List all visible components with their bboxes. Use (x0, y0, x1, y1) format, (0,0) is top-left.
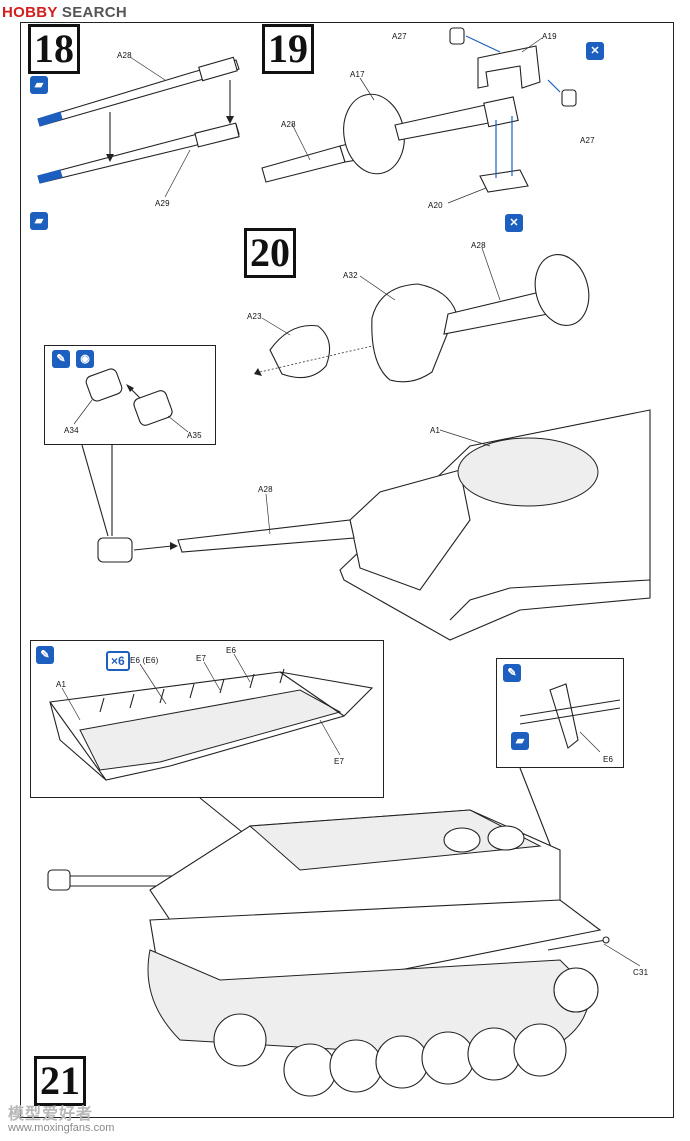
fender-brackets (99, 668, 285, 713)
label-a29-step18: A29 (155, 199, 170, 208)
label-a23: A23 (247, 312, 262, 321)
paint-icon-step21: ▰ (511, 732, 529, 750)
part-a23-muzzle-sleeve (254, 317, 373, 379)
step-20-number: 20 (244, 228, 296, 278)
label-e6-detail: E6 (603, 755, 614, 764)
label-c31: C31 (633, 968, 649, 977)
part-a32-mantlet-step20 (359, 247, 590, 383)
tank-roof (248, 809, 542, 871)
label-a28-step20-top: A28 (471, 241, 486, 250)
tank-periscope-right (487, 825, 525, 851)
label-a1-step20: A1 (430, 426, 441, 435)
part-a29-barrel-step18 (37, 122, 240, 198)
step-20-muzzle-callout (44, 345, 216, 445)
paint-icon-step18-b: ▰ (30, 212, 48, 230)
moxingfans-url: www.moxingfans.com (8, 1122, 115, 1134)
part-side-fender-rail (49, 653, 374, 781)
instruction-sheet-frame (20, 22, 674, 1118)
label-a35: A35 (187, 431, 202, 440)
part-detail-bracket (519, 683, 621, 753)
label-a34: A34 (64, 426, 79, 435)
label-a20: A20 (428, 201, 443, 210)
step-21-number: 21 (34, 1056, 86, 1106)
tank-destroyer-assembly (47, 809, 641, 1097)
paint-icon-step18-a: ▰ (30, 76, 48, 94)
cement-icon-step19-b: ✕ (505, 214, 523, 232)
tank-periscope-left (443, 827, 481, 853)
drill-icon-step20-a: ✎ (52, 350, 70, 368)
label-e7-bottom: E7 (334, 757, 345, 766)
drill-icon-step21-b: ✎ (503, 664, 521, 682)
label-a1-step21: A1 (56, 680, 67, 689)
label-a32: A32 (343, 271, 358, 280)
callout-leader-step20 (81, 444, 109, 537)
drill-icon-step21-a: ✎ (36, 646, 54, 664)
part-a28-a17-assembly-step19 (261, 77, 519, 183)
label-a28-step20-bottom: A28 (258, 485, 273, 494)
part-a1-hull-step20 (177, 409, 651, 641)
label-a27-right: A27 (580, 136, 595, 145)
label-a27-top: A27 (392, 32, 407, 41)
part-a19-bracket (477, 37, 543, 89)
part-a20-base-plate (447, 116, 529, 204)
drill-icon-step20-b: ◉ (76, 350, 94, 368)
label-e7-top: E7 (196, 654, 207, 663)
part-muzzle-brake-assembled (97, 537, 178, 563)
part-c31-antenna (547, 939, 607, 951)
part-a28-barrel-step18 (37, 56, 240, 127)
label-e6-e6: E6 (E6) (130, 656, 159, 665)
hobby-search-logo: HOBBY SEARCH (2, 4, 128, 21)
label-a28-step18: A28 (117, 51, 132, 60)
cement-icon-step19-a: ✕ (586, 42, 604, 60)
label-a17: A17 (350, 70, 365, 79)
quantity-x6-badge: ×6 (106, 651, 130, 671)
part-a27-washers (449, 27, 577, 107)
label-a28-step19: A28 (281, 120, 296, 129)
part-a34-a35-muzzle-brake (73, 368, 189, 433)
moxingfans-watermark: 模型爱好者 (8, 1106, 94, 1123)
step-18-number: 18 (28, 24, 80, 74)
step-19-number: 19 (262, 24, 314, 74)
tank-road-wheels (213, 967, 599, 1097)
label-e6-top: E6 (226, 646, 237, 655)
label-a19: A19 (542, 32, 557, 41)
